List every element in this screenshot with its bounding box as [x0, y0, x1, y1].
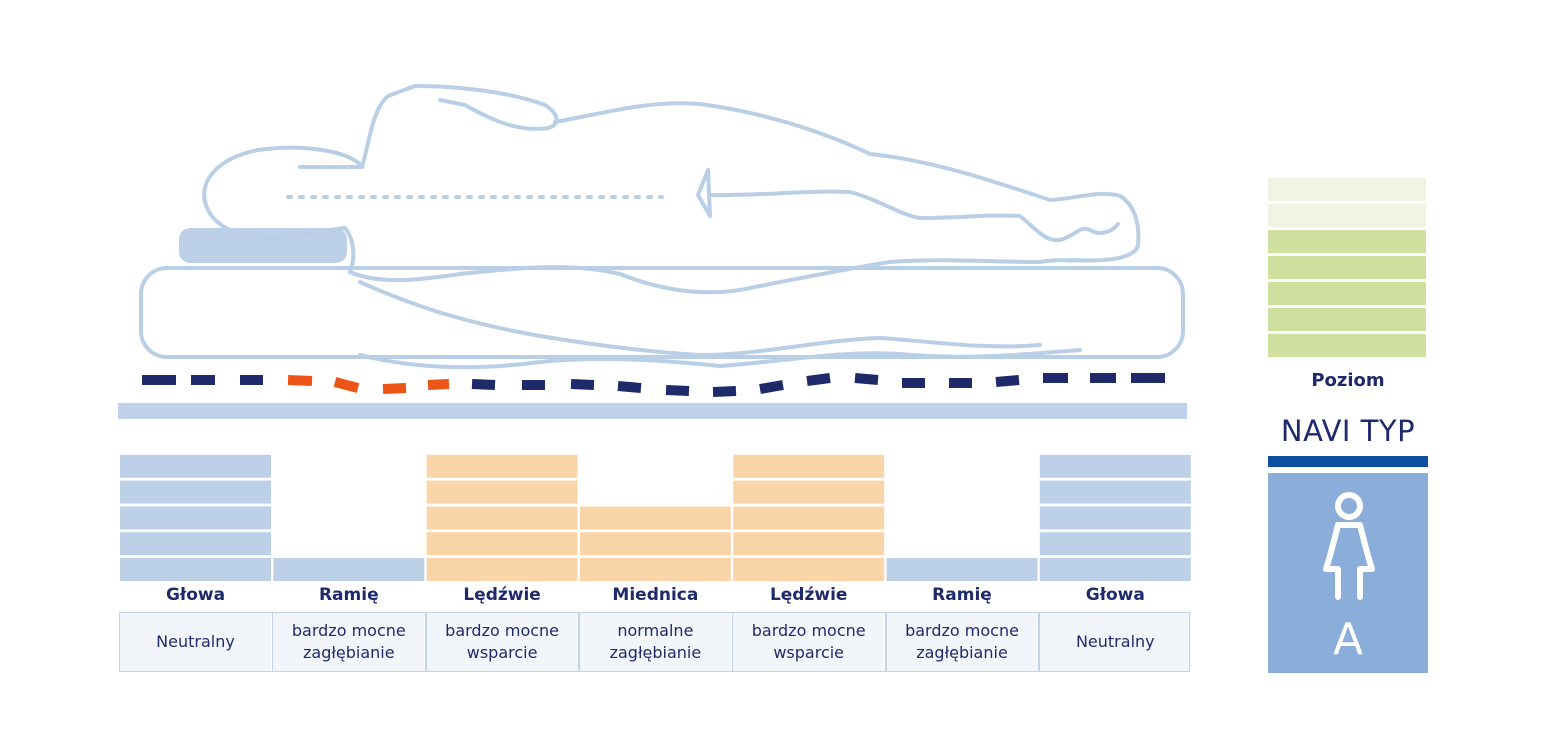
zone-block: [1039, 532, 1191, 556]
zone-block: [120, 454, 271, 478]
support-dash-line: [142, 373, 1165, 397]
zone-block: [1039, 558, 1191, 581]
support-dash: [471, 379, 496, 390]
zone-description-line: zagłębianie: [609, 643, 702, 662]
zone-description-line: zagłębianie: [916, 643, 1008, 662]
support-dash: [617, 381, 642, 393]
support-dash-highlight: [382, 383, 407, 394]
zone-label: Ramię: [932, 585, 992, 605]
zone-blocks: [120, 454, 1191, 581]
mattress-outline: [139, 266, 1185, 359]
person-silhouette: [202, 84, 1141, 370]
zone-description: normalne zagłębianie: [579, 613, 731, 671]
level-block-empty: [1268, 204, 1426, 227]
zone-label: Lędźwie: [769, 585, 848, 605]
zone-description-line: bardzo mocne: [751, 621, 866, 640]
level-scale: [1268, 178, 1426, 357]
zone-label: Miednica: [612, 585, 699, 605]
zone-description: bardzo mocne wsparcie: [733, 613, 885, 671]
zone-description-line: normalne: [617, 621, 694, 640]
navi-type-box: [1268, 473, 1428, 673]
support-dash: [995, 375, 1020, 387]
zone-block: [579, 558, 731, 581]
zone-block: [886, 558, 1038, 581]
zone-description-line: Neutralny: [156, 632, 235, 651]
zone-block: [1039, 480, 1191, 504]
level-block-filled: [1268, 282, 1426, 305]
zone-block: [426, 506, 578, 530]
level-label: Poziom: [1311, 370, 1385, 391]
navi-type-title: NAVI TYP: [1280, 414, 1416, 448]
column-separator: [271, 613, 274, 671]
navi-icon-layer: [1323, 492, 1375, 600]
base-bar: [118, 403, 1187, 419]
zone-block: [120, 480, 271, 504]
zone-block: [579, 506, 731, 530]
zone-block: [1039, 506, 1191, 530]
zone-block: [1039, 454, 1191, 478]
zone-block: [273, 558, 425, 581]
zone-block: [426, 480, 578, 504]
zone-label: Głowa: [1085, 585, 1145, 605]
zone-description-line: bardzo mocne: [445, 621, 560, 640]
column-separator: [1038, 613, 1040, 671]
zone-block: [426, 532, 578, 556]
column-separator: [885, 613, 887, 671]
zone-block: [426, 454, 578, 478]
zone-description-line: wsparcie: [466, 643, 538, 662]
zone-label: Ramię: [318, 585, 379, 605]
zone-block: [426, 558, 578, 581]
column-separator: [578, 613, 580, 671]
zone-description-line: zagłębianie: [303, 643, 395, 662]
support-dash: [665, 385, 690, 396]
level-block-filled: [1268, 334, 1426, 357]
support-dash: [759, 380, 784, 394]
zone-block: [733, 480, 885, 504]
zone-block: [733, 532, 885, 556]
zone-description-line: bardzo mocne: [905, 621, 1019, 640]
support-dash: [854, 373, 879, 385]
zone-label: Głowa: [165, 585, 226, 605]
support-dash: [712, 386, 737, 397]
zone-description-line: bardzo mocne: [291, 621, 406, 640]
navi-accent-bar: [1268, 456, 1428, 467]
support-dash: [806, 373, 831, 386]
pillow: [179, 228, 347, 263]
zone-description-line: wsparcie: [773, 643, 845, 662]
zone-description: Neutralny: [120, 613, 271, 671]
zone-description: bardzo mocne wsparcie: [426, 613, 578, 671]
support-dash-highlight: [333, 377, 360, 393]
navi-type-letter: A: [1332, 614, 1364, 665]
level-block-empty: [1268, 178, 1426, 201]
column-separator: [731, 613, 734, 671]
support-dash-highlight: [287, 375, 313, 386]
zone-label: Lędźwie: [463, 585, 541, 605]
column-separator: [425, 613, 427, 671]
zone-block: [733, 506, 885, 530]
support-dash: [570, 379, 595, 390]
zone-block: [120, 532, 271, 556]
zone-block: [733, 454, 885, 478]
zone-description-line: Neutralny: [1075, 632, 1155, 651]
zone-description: bardzo mocne zagłębianie: [273, 613, 425, 671]
zone-description: Neutralny: [1039, 613, 1191, 671]
level-block-filled: [1268, 256, 1426, 279]
zone-block: [120, 506, 271, 530]
zone-block: [579, 532, 731, 556]
zone-block: [120, 558, 271, 581]
zone-block: [733, 558, 885, 581]
level-block-filled: [1268, 230, 1426, 253]
support-dash-highlight: [427, 379, 450, 390]
zone-description: bardzo mocne zagłębianie: [886, 613, 1038, 671]
level-block-filled: [1268, 308, 1426, 331]
